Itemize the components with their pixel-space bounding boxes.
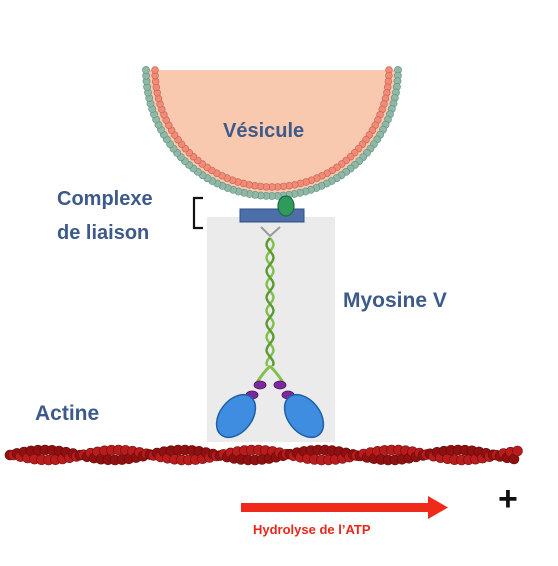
myosin-coiled-coil-stalk xyxy=(265,237,275,367)
membrane-bead xyxy=(142,66,150,74)
vesicle-body xyxy=(149,70,395,193)
atp-arrow-head xyxy=(428,496,448,519)
stalk-strand xyxy=(265,237,275,367)
vesicle-label: Vésicule xyxy=(223,120,305,142)
complex-bracket xyxy=(192,196,203,230)
membrane-bead xyxy=(151,66,159,74)
actin-label: Actine xyxy=(35,402,100,425)
linker-complex-label-line1: Complexe xyxy=(57,188,153,210)
light-chain xyxy=(253,380,267,390)
myosin-light-chains xyxy=(245,380,295,400)
linker-complex-label-line2: de liaison xyxy=(57,222,150,244)
myosin-head-right xyxy=(283,393,325,439)
myosin-v-label: Myosine V xyxy=(343,289,447,312)
light-chain xyxy=(273,380,287,390)
atp-hydrolysis-arrow xyxy=(241,496,448,519)
atp-arrow-shaft xyxy=(241,503,431,512)
actin-filament xyxy=(4,444,523,466)
vesicle-membrane-outer-beads xyxy=(142,66,402,200)
linker-complex xyxy=(239,195,305,223)
actin-monomer xyxy=(512,445,523,457)
myosin-v xyxy=(215,226,325,439)
linker-complex-bar xyxy=(239,208,305,223)
vesicle xyxy=(142,66,402,200)
myosin-tail-fork xyxy=(260,226,281,238)
stalk-strand xyxy=(265,237,275,367)
atp-hydrolysis-label: Hydrolyse de l’ATP xyxy=(253,522,371,537)
plus-end-sign: + xyxy=(498,480,518,518)
vesicle-membrane-inner-beads xyxy=(151,66,393,191)
myosin-head-left xyxy=(215,393,257,439)
linker-complex-knob xyxy=(277,195,295,217)
